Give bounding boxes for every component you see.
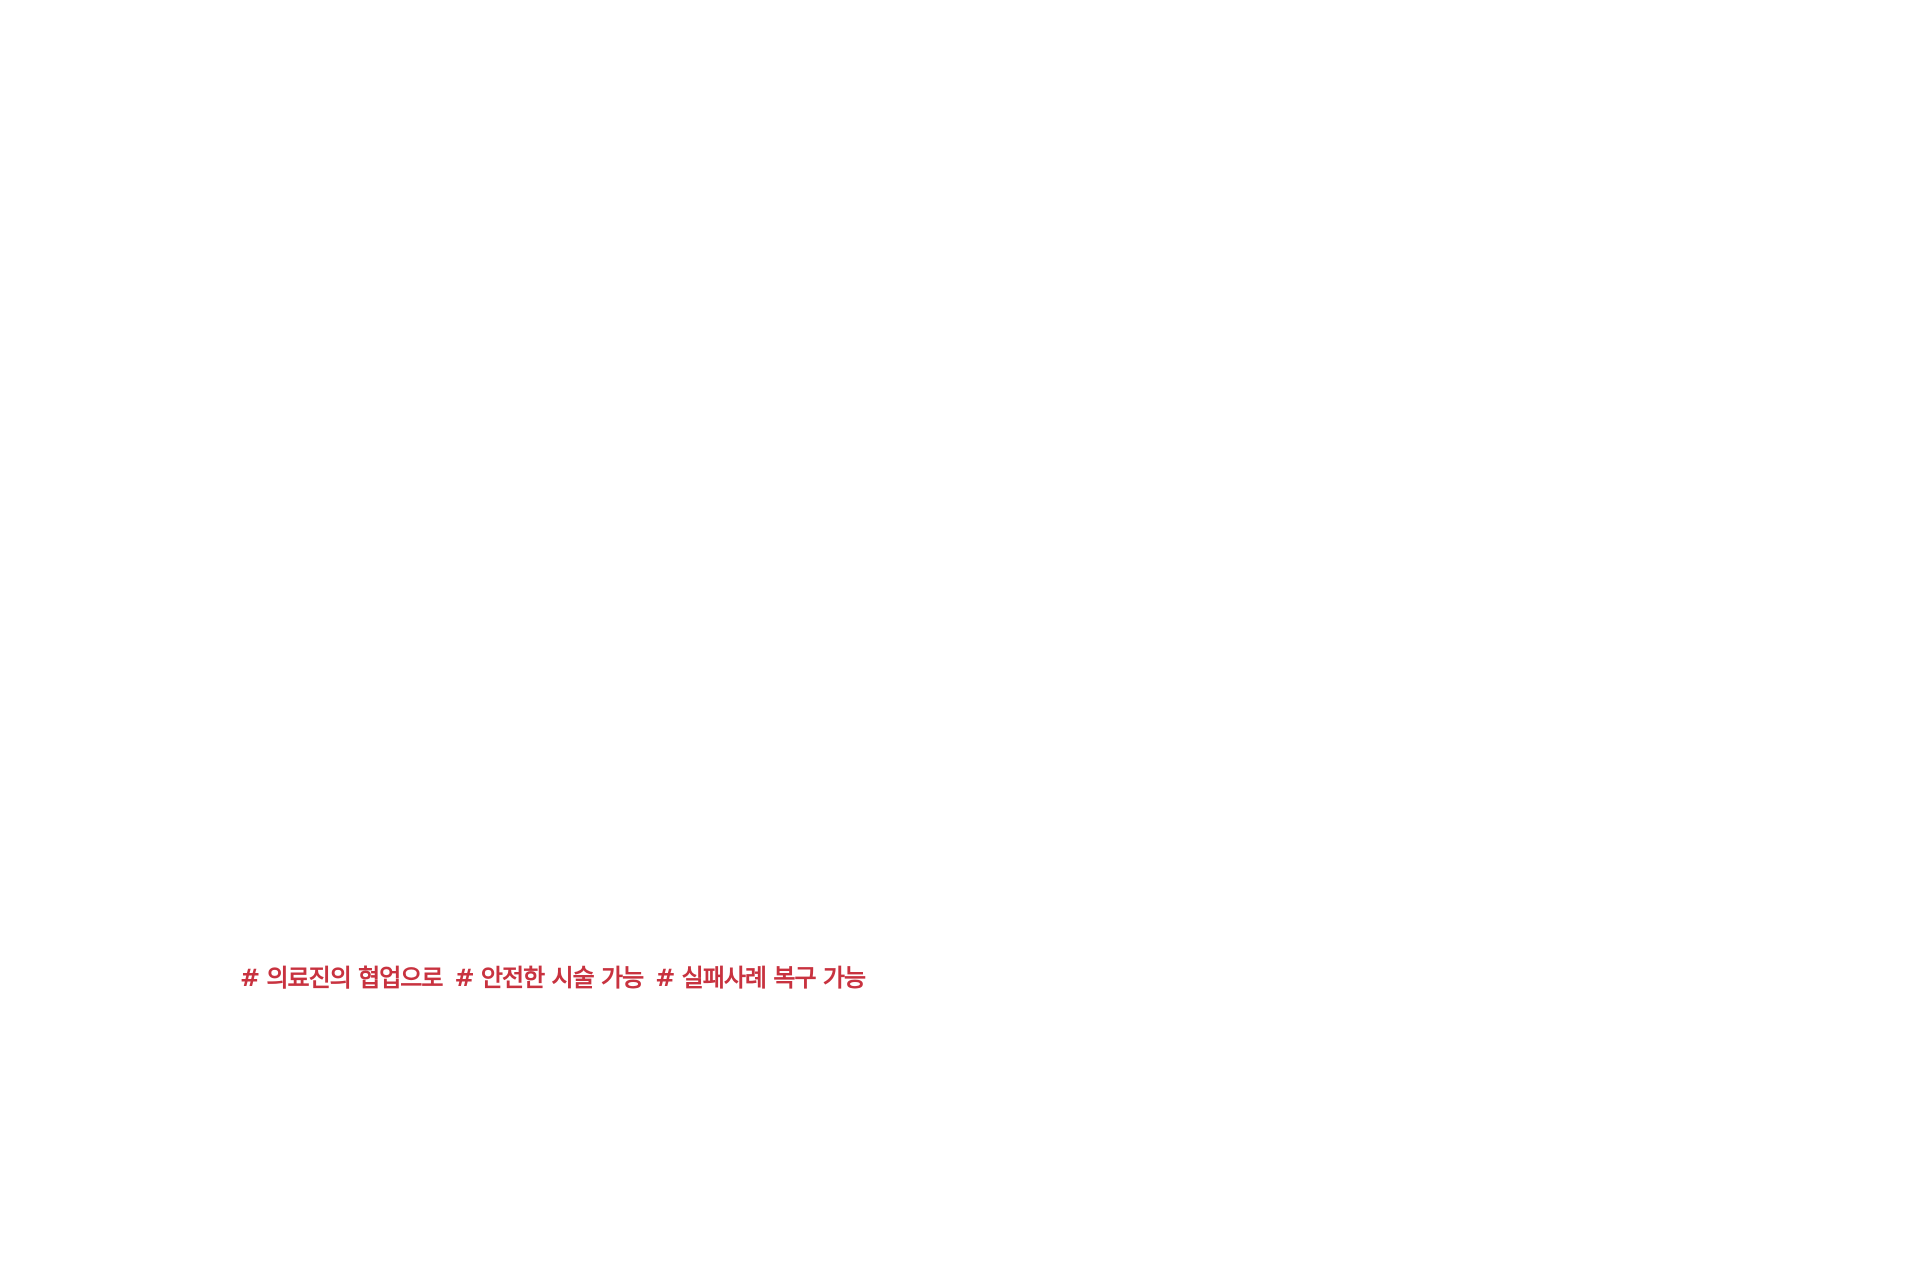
- hashtag-medical-collaboration: # 의료진의 협업으로: [240, 964, 443, 992]
- hashtag-failure-recovery: # 실패사례 복구 가능: [655, 964, 866, 992]
- hashtag-row: # 의료진의 협업으로 # 안전한 시술 가능 # 실패사례 복구 가능: [240, 962, 866, 994]
- hashtag-safe-procedure: # 안전한 시술 가능: [454, 964, 644, 992]
